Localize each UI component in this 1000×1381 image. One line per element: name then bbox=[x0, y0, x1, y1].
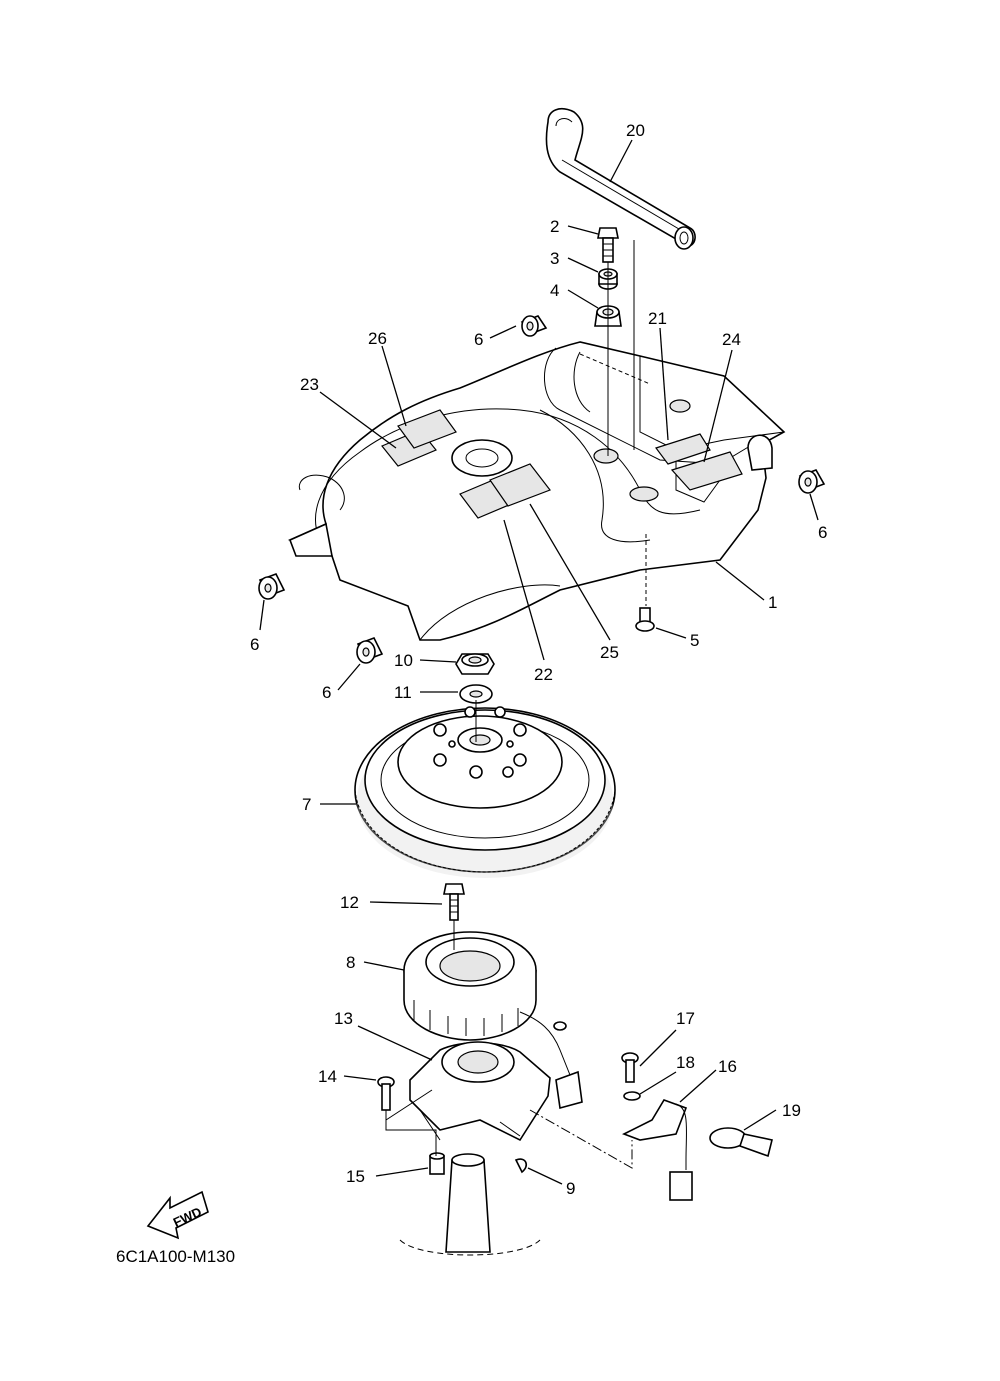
callout-25: 25 bbox=[600, 643, 619, 662]
part-16-sensor bbox=[622, 1099, 693, 1201]
callout-20: 20 bbox=[626, 121, 645, 140]
part-5-screw bbox=[635, 607, 655, 632]
callout-16: 16 bbox=[718, 1057, 737, 1076]
part-9-key bbox=[514, 1158, 528, 1174]
callout-9: 9 bbox=[566, 1179, 575, 1198]
part-17-bolt bbox=[621, 1052, 639, 1083]
callout-22: 22 bbox=[534, 665, 553, 684]
callout-4: 4 bbox=[550, 281, 559, 300]
part-14-bolt bbox=[377, 1076, 395, 1111]
callout-8: 8 bbox=[346, 953, 355, 972]
part-11-washer bbox=[459, 684, 493, 704]
fwd-arrow-icon: FWD bbox=[146, 1190, 209, 1240]
part-18-washer bbox=[623, 1091, 641, 1101]
diagram-code: 6C1A100-M130 bbox=[116, 1247, 235, 1266]
callout-26: 26 bbox=[368, 329, 387, 348]
callout-18: 18 bbox=[676, 1053, 695, 1072]
callout-14: 14 bbox=[318, 1067, 337, 1086]
part-20-rubber-strip bbox=[545, 108, 696, 250]
callout-5: 5 bbox=[690, 631, 699, 650]
crankshaft-end bbox=[399, 1153, 541, 1256]
callout-6-top: 6 bbox=[474, 330, 483, 349]
callout-6-left: 6 bbox=[250, 635, 259, 654]
part-7-flywheel bbox=[354, 706, 616, 878]
part-19-clamp bbox=[709, 1127, 773, 1158]
callout-2: 2 bbox=[550, 217, 559, 236]
part-10-nut bbox=[455, 653, 495, 675]
part-2-bolt bbox=[597, 227, 619, 263]
callout-13: 13 bbox=[334, 1009, 353, 1028]
callout-15: 15 bbox=[346, 1167, 365, 1186]
callout-12: 12 bbox=[340, 893, 359, 912]
callout-17: 17 bbox=[676, 1009, 695, 1028]
leader-lines bbox=[259, 139, 819, 1185]
part-6-damper-lower-left bbox=[356, 636, 384, 664]
callout-23: 23 bbox=[300, 375, 319, 394]
callout-21: 21 bbox=[648, 309, 667, 328]
part-8-stator bbox=[403, 931, 573, 1081]
part-12-bolt bbox=[443, 883, 465, 921]
callout-6-right: 6 bbox=[818, 523, 827, 542]
part-6-damper-right bbox=[798, 469, 826, 494]
part-6-damper-left bbox=[258, 572, 286, 600]
callout-6-lower: 6 bbox=[322, 683, 331, 702]
callout-10: 10 bbox=[394, 651, 413, 670]
callout-24: 24 bbox=[722, 330, 741, 349]
assembly-lines bbox=[385, 240, 651, 1169]
callout-1: 1 bbox=[768, 593, 777, 612]
callout-11: 11 bbox=[394, 683, 412, 702]
part-13-base bbox=[409, 1041, 583, 1142]
callout-19: 19 bbox=[782, 1101, 801, 1120]
callout-labels: 20 2 3 4 6 21 24 26 23 6 1 6 5 25 22 10 … bbox=[250, 121, 827, 1198]
part-6-damper-top bbox=[520, 315, 548, 337]
callout-7: 7 bbox=[302, 795, 311, 814]
callout-3: 3 bbox=[550, 249, 559, 268]
part-1-flywheel-cover bbox=[287, 341, 786, 641]
part-15-collar bbox=[429, 1152, 445, 1175]
